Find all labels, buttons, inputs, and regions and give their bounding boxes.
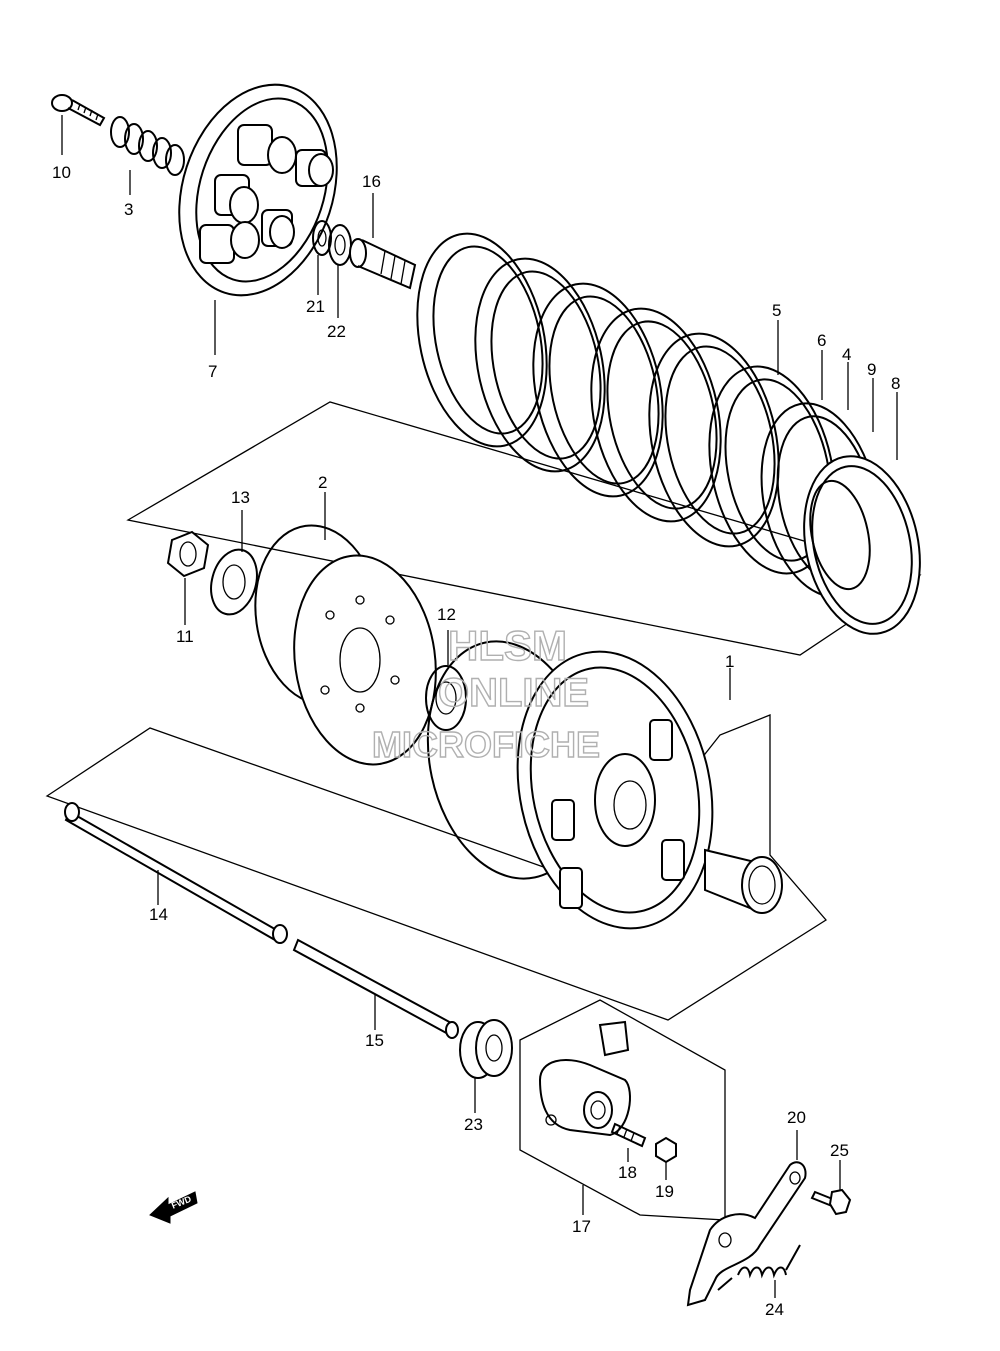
label-part-12: 12 [437,605,456,624]
label-part-18: 18 [618,1163,637,1182]
label-part-15: 15 [365,1031,384,1050]
label-part-23: 23 [464,1115,483,1134]
label-part-7: 7 [208,362,217,381]
label-part-3: 3 [124,200,133,219]
label-part-14: 14 [149,905,168,924]
washer-12-icon [425,665,467,731]
label-part-24: 24 [765,1300,784,1319]
bolt-10-icon [51,94,106,127]
pressure-plate-7-icon [178,83,338,297]
label-part-11: 11 [176,627,194,646]
clutch-housing-outline [45,714,827,1021]
bracket-20-icon [686,1161,807,1307]
label-part-2: 2 [318,473,327,492]
cap-19-icon [655,1136,677,1164]
clutch-plates-stack-icon [416,232,921,635]
label-part-5: 5 [772,301,781,320]
watermark-line-2: ONLINE [438,671,589,715]
label-part-13: 13 [231,488,250,507]
label-part-9: 9 [867,360,876,379]
release-cylinder-17-icon [538,1020,631,1137]
spring-3-icon [110,116,185,176]
label-part-22: 22 [327,322,346,341]
label-part-6: 6 [817,331,826,350]
label-part-16: 16 [362,172,381,191]
label-part-25: 25 [830,1141,849,1160]
fwd-arrow-icon: FWD [149,1191,198,1224]
watermark: HLSM ONLINE MICROFICHE [371,621,600,765]
clutch-housing-1-icon [426,640,783,930]
label-part-17: 17 [572,1217,591,1236]
label-part-10: 10 [52,163,71,182]
label-part-4: 4 [842,345,851,364]
oil-seal-23-icon [459,1019,513,1079]
bleeder-bolt-18-icon [610,1122,647,1148]
bolt-25-icon [810,1188,852,1216]
label-part-19: 19 [655,1182,674,1201]
label-part-21: 21 [306,297,325,316]
push-piece-16-icon [349,238,417,290]
bearing-22-icon [328,224,352,266]
label-part-8: 8 [891,374,900,393]
plate-set-outline [126,401,922,656]
sleeve-hub-2-icon [254,524,437,766]
label-part-20: 20 [787,1108,806,1127]
nut-11-icon [166,530,210,578]
spring-24-icon [717,1244,801,1291]
washer-21-icon [312,220,332,256]
watermark-line-3: MICROFICHE [372,724,600,765]
label-part-1: 1 [725,652,734,671]
push-rod-15-icon [292,938,459,1039]
watermark-line-1: HLSM [448,622,567,669]
push-rod-14-icon [64,802,288,944]
